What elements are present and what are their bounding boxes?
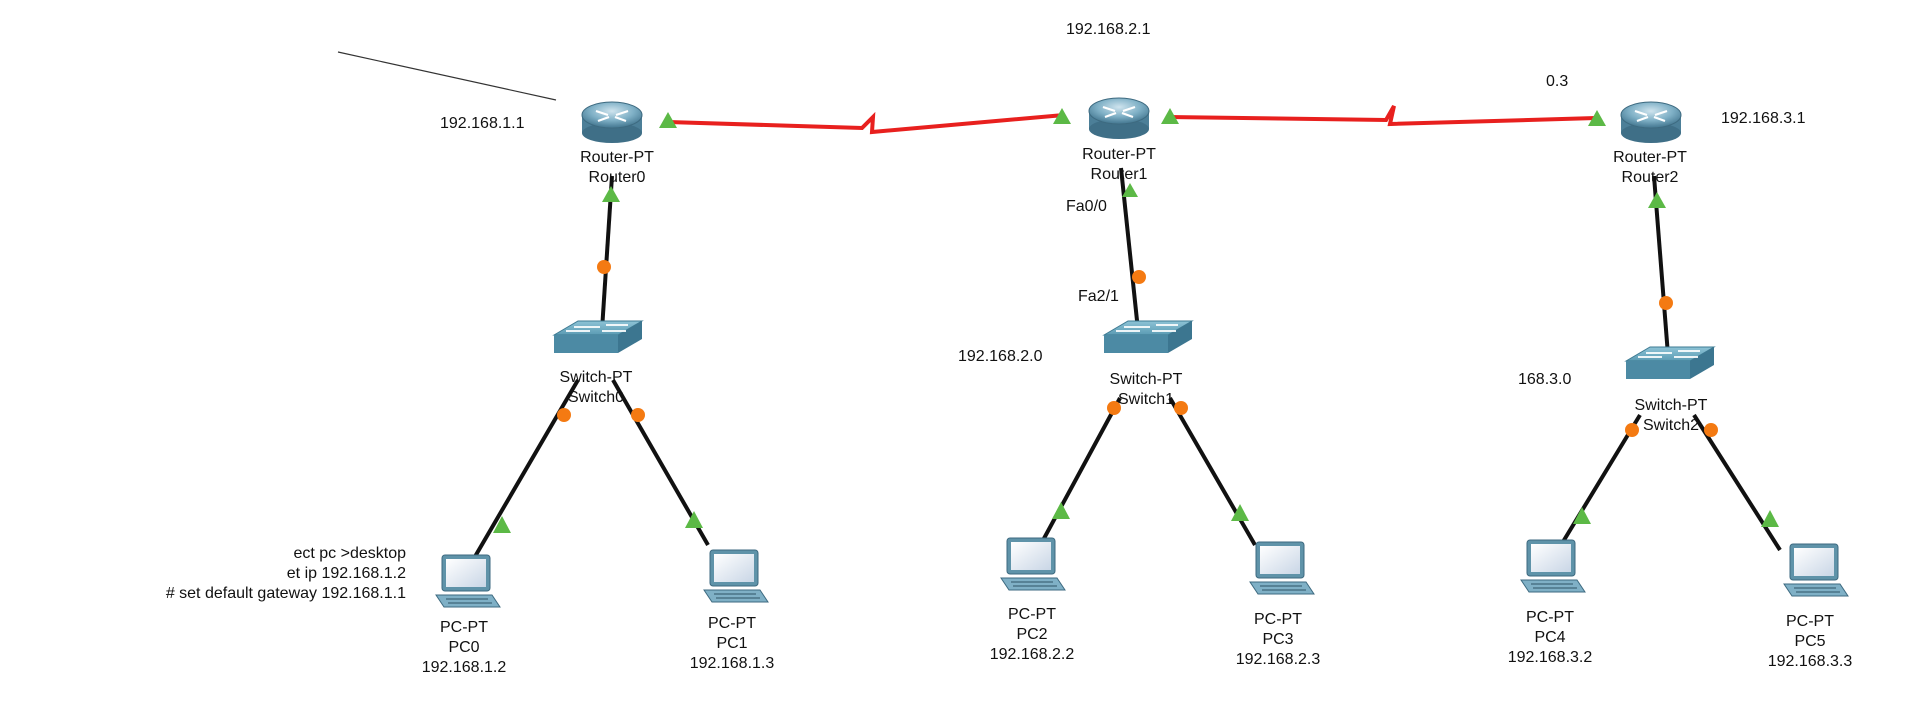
pc4-icon[interactable] — [1520, 539, 1586, 593]
link-sw2-pc5[interactable] — [1692, 413, 1782, 552]
link-up-indicator — [602, 186, 620, 202]
link-pending-indicator — [1174, 401, 1188, 415]
link-up-indicator — [1648, 192, 1666, 208]
device-type: PC-PT — [1526, 609, 1574, 626]
switch0-icon[interactable] — [552, 320, 644, 353]
pc0-label: PC-PT PC0 192.168.1.2 — [404, 618, 524, 678]
router2-left-label: 0.3 — [1546, 73, 1569, 90]
router1-icon[interactable] — [1088, 97, 1150, 139]
link-pending-indicator — [557, 408, 571, 422]
pc5-icon[interactable] — [1783, 543, 1849, 597]
config-note-line: ect pc >desktop — [293, 545, 406, 562]
config-note: ect pc >desktop et ip 192.168.1.2 # set … — [166, 544, 406, 604]
link-pending-indicator — [1704, 423, 1718, 437]
device-type: PC-PT — [440, 619, 488, 636]
router1-ip-label: 192.168.2.1 — [1066, 21, 1151, 38]
link-up-indicator — [1231, 504, 1249, 521]
link-up-indicator — [1761, 510, 1779, 527]
config-note-line: # set default gateway 192.168.1.1 — [165, 585, 406, 602]
link-pending-indicator — [1107, 401, 1121, 415]
router2-ip-label: 192.168.3.1 — [1721, 110, 1806, 127]
device-name: Router2 — [1621, 169, 1679, 186]
router0-icon[interactable] — [581, 101, 643, 143]
device-type: Switch-PT — [1634, 397, 1708, 414]
link-sw1-pc3[interactable] — [1168, 396, 1257, 547]
device-type: Switch-PT — [559, 369, 633, 386]
switch2-icon[interactable] — [1624, 346, 1716, 379]
pc1-label: PC-PT PC1 192.168.1.3 — [672, 614, 792, 674]
link-up-indicator — [1052, 502, 1070, 519]
device-name: Switch0 — [567, 389, 625, 406]
device-ip: 192.168.1.2 — [421, 659, 507, 676]
device-name: Switch2 — [1642, 417, 1700, 434]
network-label-168-3-0: 168.3.0 — [1518, 371, 1572, 388]
device-type: PC-PT — [1786, 613, 1834, 630]
device-type: PC-PT — [708, 615, 756, 632]
serial-link-r0-r1[interactable] — [667, 111, 1065, 135]
pc0-icon[interactable] — [435, 554, 501, 608]
router0-ip-label: 192.168.1.1 — [440, 115, 525, 132]
link-up-indicator — [1573, 507, 1591, 524]
link-up-indicator — [1161, 108, 1179, 124]
device-type: Switch-PT — [1109, 371, 1183, 388]
device-name: Router0 — [588, 169, 646, 186]
device-name: Switch1 — [1117, 391, 1175, 408]
serial-link-r1-r2[interactable] — [1167, 105, 1597, 127]
router2-label: Router-PT Router2 — [1590, 148, 1710, 188]
config-note-line: et ip 192.168.1.2 — [286, 565, 406, 582]
device-ip: 192.168.3.2 — [1507, 649, 1593, 666]
link-up-indicator — [685, 511, 703, 528]
device-ip: 192.168.1.3 — [689, 655, 775, 672]
pc2-icon[interactable] — [1000, 537, 1066, 591]
router0-label: Router-PT Router0 — [557, 148, 677, 188]
pc3-icon[interactable] — [1249, 541, 1315, 595]
port-label-fa00: Fa0/0 — [1066, 198, 1107, 215]
link-status-up — [493, 108, 1779, 533]
link-pending-indicator — [1625, 423, 1639, 437]
link-sw2-pc4[interactable] — [1556, 413, 1642, 552]
pc1-icon[interactable] — [703, 549, 769, 603]
link-up-indicator — [659, 112, 677, 128]
link-up-indicator — [493, 516, 511, 533]
switch1-icon[interactable] — [1102, 320, 1194, 353]
link-pending-indicator — [597, 260, 611, 274]
device-name: PC2 — [1016, 626, 1048, 643]
device-ip: 192.168.2.3 — [1235, 651, 1321, 668]
link-up-indicator — [1053, 108, 1071, 124]
device-ip: 192.168.2.2 — [989, 646, 1075, 663]
link-pending-indicator — [631, 408, 645, 422]
switch0-label: Switch-PT Switch0 — [536, 368, 656, 408]
link-status-pending — [557, 260, 1718, 437]
pc4-label: PC-PT PC4 192.168.3.2 — [1490, 608, 1610, 668]
device-ip: 192.168.3.3 — [1767, 653, 1853, 670]
device-name: PC0 — [448, 639, 480, 656]
link-pending-indicator — [1659, 296, 1673, 310]
device-name: PC5 — [1794, 633, 1826, 650]
device-type: Router-PT — [580, 149, 654, 166]
link-sw1-pc2[interactable] — [1033, 397, 1122, 556]
device-type: Router-PT — [1082, 146, 1156, 163]
device-name: PC3 — [1262, 631, 1294, 648]
router1-label: Router-PT Router1 — [1059, 145, 1179, 185]
device-name: Router1 — [1090, 166, 1148, 183]
device-name: PC1 — [716, 635, 748, 652]
network-label-192-168-2-0: 192.168.2.0 — [958, 348, 1043, 365]
link-pending-indicator — [1132, 270, 1146, 284]
device-type: PC-PT — [1254, 611, 1302, 628]
link-up-indicator — [1122, 183, 1138, 197]
device-type: Router-PT — [1613, 149, 1687, 166]
device-type: PC-PT — [1008, 606, 1056, 623]
switch2-label: Switch-PT Switch2 — [1611, 396, 1731, 436]
pc2-label: PC-PT PC2 192.168.2.2 — [972, 605, 1092, 665]
router2-icon[interactable] — [1620, 101, 1682, 143]
annotation-line — [337, 51, 557, 101]
pc3-label: PC-PT PC3 192.168.2.3 — [1218, 610, 1338, 670]
pc5-label: PC-PT PC5 192.168.3.3 — [1750, 612, 1870, 672]
device-name: PC4 — [1534, 629, 1566, 646]
switch1-label: Switch-PT Switch1 — [1086, 370, 1206, 410]
link-up-indicator — [1588, 110, 1606, 126]
port-label-fa21: Fa2/1 — [1078, 288, 1119, 305]
